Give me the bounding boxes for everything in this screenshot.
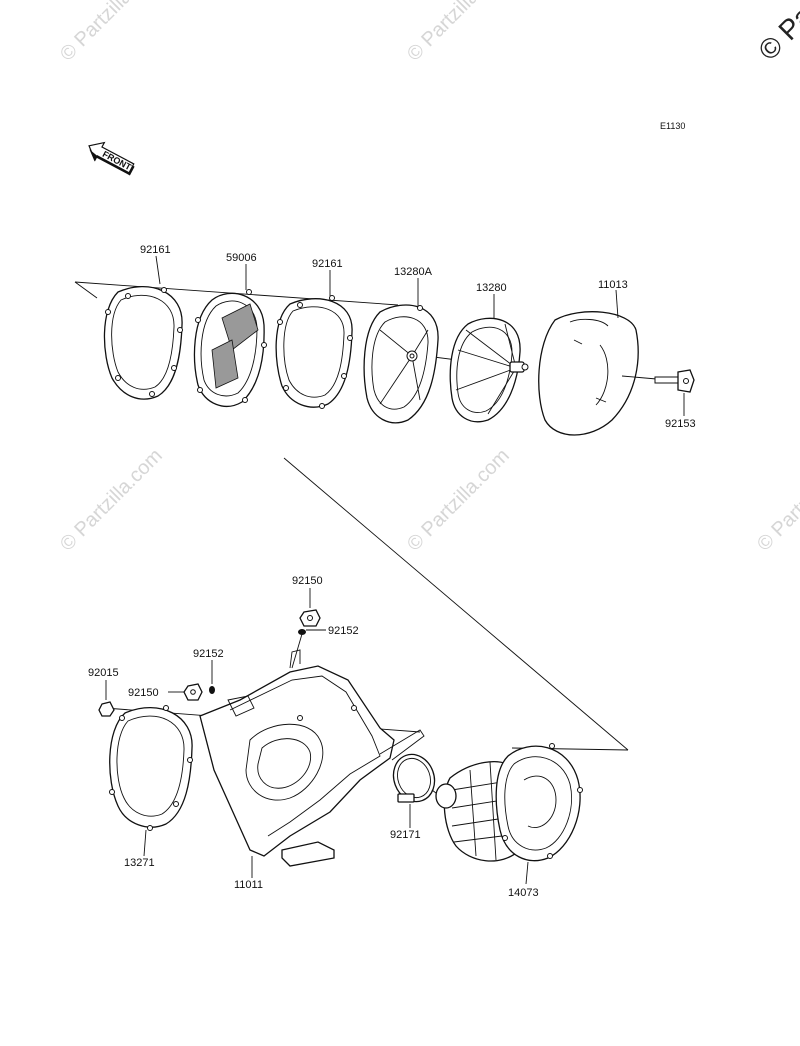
filter-screen-59006 [193, 289, 267, 407]
label-92153: 92153 [665, 418, 696, 430]
filter-element-11013 [538, 311, 639, 436]
label-13280: 13280 [476, 282, 507, 294]
watermark-5: © Partzilla.com [753, 445, 800, 556]
washer-92152-left [209, 686, 215, 694]
washer-92152-top [291, 629, 306, 669]
label-92150-left: 92150 [128, 687, 159, 699]
part-labels: 92161 59006 92161 13280A 13280 11013 921… [88, 244, 696, 899]
duct-14073 [435, 743, 583, 862]
gasket-92161-left [103, 285, 183, 400]
clamp-92171 [392, 753, 441, 803]
label-14073: 14073 [508, 887, 539, 899]
watermark-4: © Partzilla.com [403, 445, 514, 556]
gasket-13271 [109, 705, 193, 831]
diagram-code: E1130 [660, 121, 685, 131]
label-59006: 59006 [226, 252, 257, 264]
watermark-3: © Partzilla.com [56, 445, 167, 556]
leader-lines [105, 255, 685, 885]
label-92150-top: 92150 [292, 575, 323, 587]
watermark-1: © Partzilla.com [56, 0, 167, 66]
filter-frame-13280a [363, 304, 439, 424]
front-arrow: FRONT [88, 141, 135, 176]
watermark-2: © Partzilla.com [403, 0, 514, 66]
bolt-92150-left [183, 683, 203, 701]
label-92171: 92171 [390, 829, 421, 841]
gasket-92161-right [275, 295, 353, 409]
lower-guide-line-1 [283, 457, 629, 751]
label-92152-top: 92152 [328, 625, 359, 637]
label-11011: 11011 [234, 879, 263, 891]
label-92152-left: 92152 [193, 648, 224, 660]
air-box-11011 [199, 649, 425, 867]
label-13280a: 13280A [394, 266, 433, 278]
label-92015: 92015 [88, 667, 119, 679]
label-13271: 13271 [124, 857, 155, 869]
filter-cage-13280 [449, 317, 529, 423]
nut-92015 [98, 701, 115, 717]
wing-bolt-92153 [621, 369, 695, 393]
label-92161-b: 92161 [312, 258, 343, 270]
label-11013: 11013 [598, 279, 628, 291]
bolt-92150-top [299, 609, 321, 627]
watermark-corner: © Pa [752, 0, 800, 66]
label-92161-a: 92161 [140, 244, 171, 256]
